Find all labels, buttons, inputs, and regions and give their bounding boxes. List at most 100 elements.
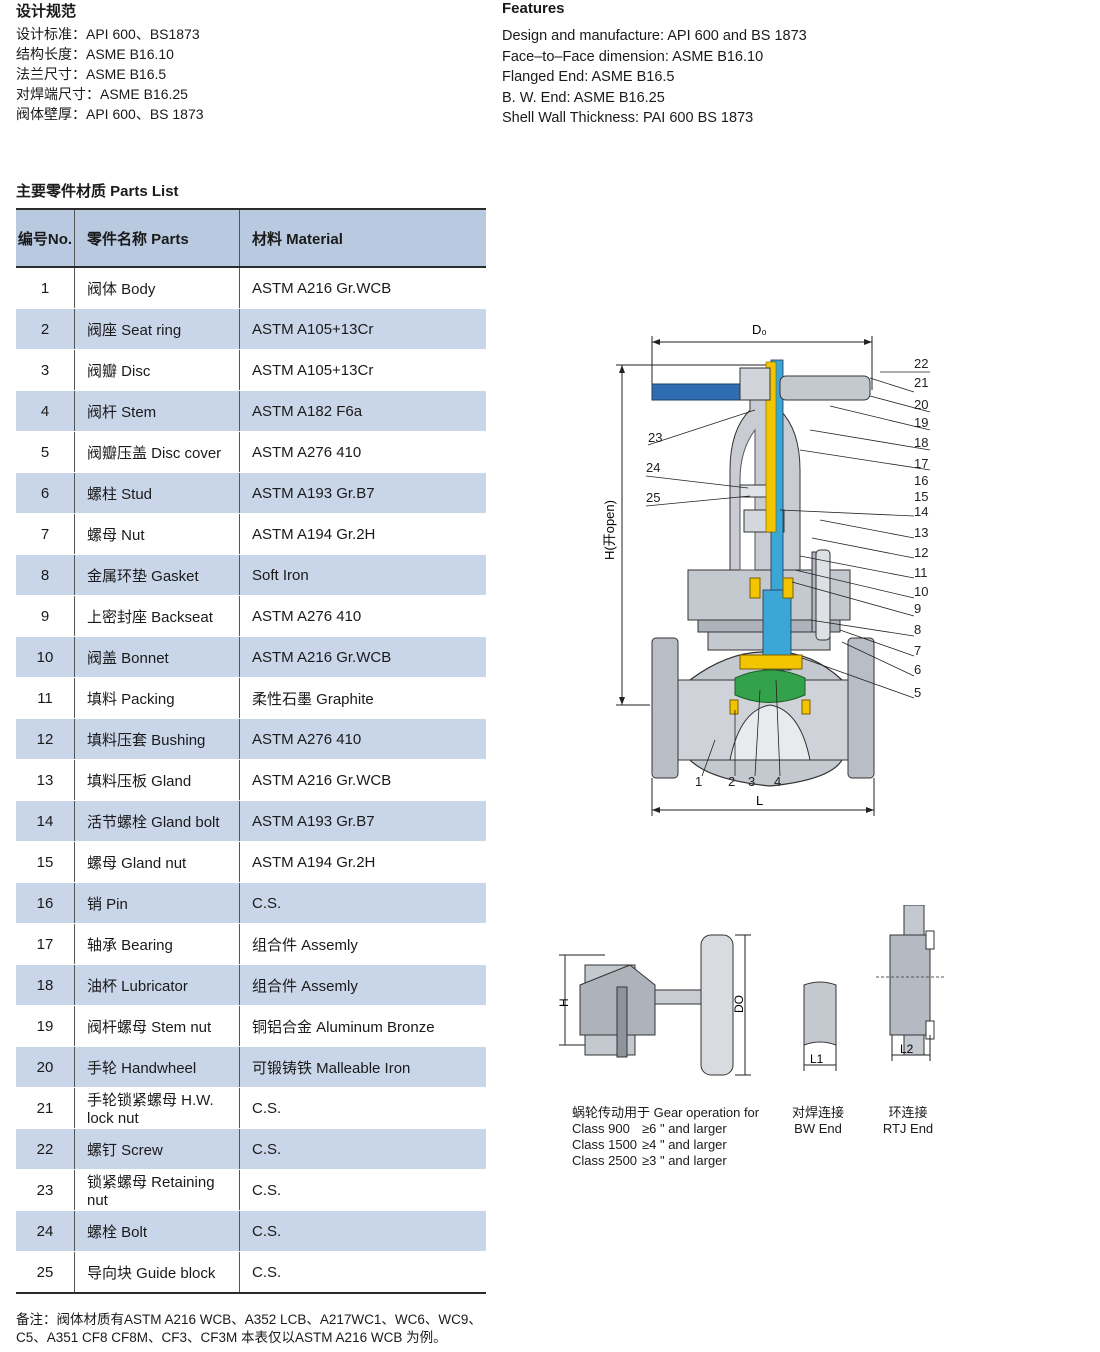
part-number: 1 <box>16 267 75 309</box>
parts-table-header: 编号No. 零件名称 Parts 材料 Material <box>16 208 486 268</box>
part-name: 导向块 Guide block <box>74 1251 240 1294</box>
part-number: 18 <box>16 964 75 1006</box>
part-material: ASTM A276 410 <box>239 718 486 760</box>
header-material: 材料 Material <box>239 208 486 268</box>
part-material: ASTM A194 Gr.2H <box>239 513 486 555</box>
globe-valve-section-drawing: D₀ H(开open) 22 21 20 19 18 17 16 15 14 <box>602 322 931 816</box>
callout-label: 18 <box>914 435 928 450</box>
features-title: Features <box>502 0 565 17</box>
bottom-callouts: 1 2 3 4 <box>695 774 781 789</box>
callout-label: 6 <box>914 662 921 677</box>
bw-end-drawing: L1 <box>803 981 837 1071</box>
part-number: 12 <box>16 718 75 760</box>
callout-label: 20 <box>914 397 928 412</box>
part-name: 阀杆 Stem <box>74 390 240 432</box>
footnote-line: 备注：阀体材质有ASTM A216 WCB、A352 LCB、A217WC1、W… <box>16 1312 482 1327</box>
part-name: 填料压套 Bushing <box>74 718 240 760</box>
header-parts: 零件名称 Parts <box>74 208 240 268</box>
gear-caption-line: Class 2500≥3 " and larger <box>572 1153 727 1168</box>
footnote: 备注：阀体材质有ASTM A216 WCB、A352 LCB、A217WC1、W… <box>16 1311 482 1347</box>
part-number: 9 <box>16 595 75 637</box>
part-name: 阀座 Seat ring <box>74 308 240 350</box>
part-number: 4 <box>16 390 75 432</box>
part-number: 24 <box>16 1210 75 1252</box>
callout-label: 8 <box>914 622 921 637</box>
part-material: C.S. <box>239 1210 486 1252</box>
part-number: 8 <box>16 554 75 596</box>
gear-caption: 蜗轮传动用于 Gear operation for Class 900≥6 " … <box>572 1105 759 1169</box>
part-name: 螺钉 Screw <box>74 1128 240 1170</box>
callout-label: 7 <box>914 643 921 658</box>
callout-label: 22 <box>914 356 928 371</box>
callout-label: 2 <box>728 774 735 789</box>
part-name: 手轮 Handwheel <box>74 1046 240 1088</box>
part-name: 油杯 Lubricator <box>74 964 240 1006</box>
part-number: 13 <box>16 759 75 801</box>
part-number: 14 <box>16 800 75 842</box>
part-material: ASTM A193 Gr.B7 <box>239 800 486 842</box>
part-material: C.S. <box>239 1169 486 1211</box>
part-name: 阀体 Body <box>74 267 240 309</box>
callout-label: 12 <box>914 545 928 560</box>
design-spec-line: 结构长度：ASME B16.10 <box>16 46 174 62</box>
part-material: ASTM A193 Gr.B7 <box>239 472 486 514</box>
gear-handwheel <box>700 934 734 1076</box>
bw-dim-l1: L1 <box>810 1052 824 1066</box>
callout-label: 13 <box>914 525 928 540</box>
part-material: C.S. <box>239 1087 486 1129</box>
part-material: 铜铝合金 Aluminum Bronze <box>239 1005 486 1047</box>
part-material: ASTM A216 Gr.WCB <box>239 267 486 309</box>
part-material: ASTM A105+13Cr <box>239 308 486 350</box>
features-line: Flanged End: ASME B16.5 <box>502 69 675 85</box>
dim-l-label: L <box>756 793 763 808</box>
design-spec-list: 设计标准：API 600、BS1873 结构长度：ASME B16.10 法兰尺… <box>16 24 204 124</box>
part-number: 25 <box>16 1251 75 1294</box>
part-material: C.S. <box>239 882 486 924</box>
parts-list-title: 主要零件材质 Parts List <box>16 183 179 200</box>
gear-dim-do: DO <box>732 995 746 1013</box>
part-name: 螺母 Gland nut <box>74 841 240 883</box>
part-material: ASTM A276 410 <box>239 431 486 473</box>
stud-side <box>815 549 831 641</box>
part-name: 填料压板 Gland <box>74 759 240 801</box>
part-name: 螺母 Nut <box>74 513 240 555</box>
part-name: 活节螺栓 Gland bolt <box>74 800 240 842</box>
callout-label: 1 <box>695 774 702 789</box>
part-number: 7 <box>16 513 75 555</box>
design-spec-line: 设计标准：API 600、BS1873 <box>16 26 200 42</box>
part-number: 11 <box>16 677 75 719</box>
part-number: 20 <box>16 1046 75 1088</box>
features-line: Face–to–Face dimension: ASME B16.10 <box>502 48 764 65</box>
part-material: 组合件 Assemly <box>239 923 486 965</box>
lock-nut <box>739 367 771 401</box>
callout-label: 15 <box>914 489 928 504</box>
right-leader-lines <box>779 371 931 699</box>
bottom-leader-lines <box>701 679 781 777</box>
bw-caption: 对焊连接 BW End <box>792 1105 845 1136</box>
part-number: 22 <box>16 1128 75 1170</box>
part-material: ASTM A276 410 <box>239 595 486 637</box>
seat-ring-left <box>729 699 739 715</box>
design-spec-line: 对焊端尺寸：ASME B16.25 <box>16 86 188 102</box>
part-material: ASTM A182 F6a <box>239 390 486 432</box>
seat-ring-right <box>801 699 811 715</box>
header-no: 编号No. <box>16 208 75 268</box>
